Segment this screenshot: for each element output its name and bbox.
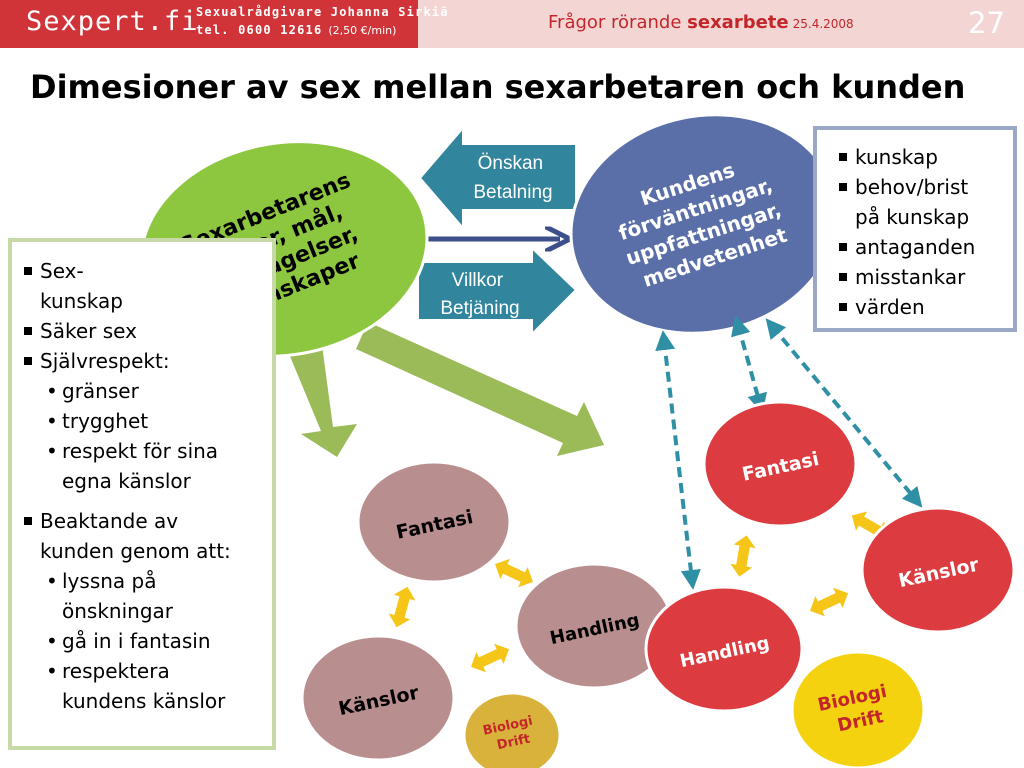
header-advisor: Sexualrådgivare Johanna Sirkiä [196, 5, 449, 19]
list-item: misstankar [835, 262, 1015, 292]
client-handling-circle: Handling [644, 585, 804, 713]
list-item: kunskap [835, 142, 1015, 172]
worker-kanslor-circle: Känslor [300, 634, 456, 762]
arrow-right-shape [417, 245, 578, 337]
green-arrow-down [287, 345, 357, 457]
header-bar: Sexpert.fi Sexualrådgivare Johanna Sirki… [0, 0, 1024, 48]
client-fantasi-circle: Fantasi [702, 400, 858, 528]
dashed-arrow-1 [655, 330, 701, 590]
arrow-left-label: Önskan Betalning [473, 153, 552, 203]
worker-biologi-circle: Biologi Drift [462, 691, 562, 768]
sub-list-item: gå in i fantasin [40, 626, 270, 656]
header-phone-line: tel. 0600 12616 (2,50 €/min) [196, 23, 396, 37]
dashed-arrow-2 [731, 315, 767, 414]
header-topic-prefix: Frågor rörande [548, 12, 682, 33]
list-item: Sex-kunskap [20, 256, 270, 316]
worker-fantasi-circle: Fantasi [356, 460, 512, 584]
header-price: (2,50 €/min) [328, 24, 397, 37]
green-arrow-diagonal [356, 322, 604, 456]
sub-list-item: gränser [40, 376, 270, 406]
header-date: 25.4.2008 [792, 17, 854, 31]
list-item: värden [835, 292, 1015, 322]
yellow-arrow-c1 [726, 533, 760, 579]
yellow-arrow-w1 [493, 556, 535, 590]
header-topic-panel [418, 0, 1024, 48]
yellow-arrow-w3 [469, 641, 511, 675]
yellow-arrow-w2 [385, 584, 419, 630]
list-item: antaganden [835, 232, 1015, 262]
worker-handling-circle: Handling [514, 562, 674, 690]
header-phone: tel. 0600 12616 [196, 23, 323, 37]
list-item: Självrespekt: gränser trygghet respekt f… [20, 346, 270, 496]
worker-aspects-box: Sex-kunskap Säker sex Självrespekt: grän… [8, 238, 276, 750]
arrow-right-label: Villkor Betjäning [440, 270, 519, 319]
list-item: Säker sex [20, 316, 270, 346]
client-ellipse: Kundens förväntningar, uppfattningar, me… [569, 113, 839, 335]
page-number: 27 [968, 6, 1005, 40]
yellow-arrow-c3 [808, 585, 850, 619]
slide-title: Dimesioner av sex mellan sexarbetaren oc… [30, 68, 966, 106]
client-kanslor-circle: Känslor [860, 506, 1016, 634]
arrow-left-shape [418, 125, 577, 231]
logo: Sexpert.fi [26, 6, 199, 37]
header-topic-bold: sexarbete [687, 12, 789, 33]
worker-aspects-list: Sex-kunskap Säker sex Självrespekt: grän… [20, 256, 270, 716]
sub-list-item: trygghet [40, 406, 270, 436]
client-biologi-circle: Biologi Drift [790, 650, 926, 768]
dashed-arrow-3 [765, 318, 923, 508]
